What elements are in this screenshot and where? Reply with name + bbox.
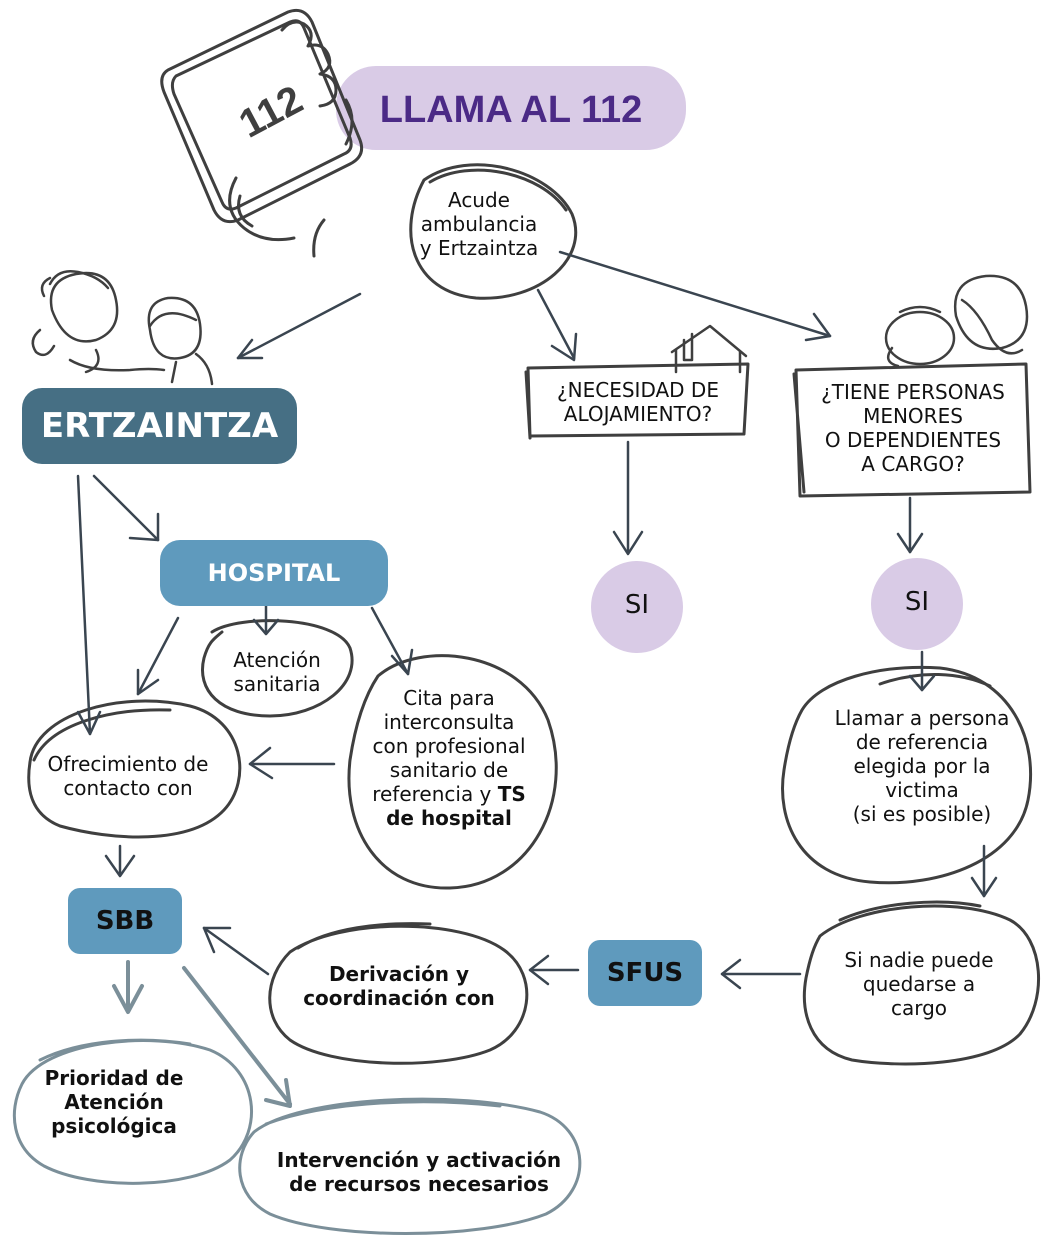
ambulance-label: Acude ambulancia y Ertzaintza [419,188,539,260]
atencion-bubble [201,619,354,718]
sfus-node: SFUS [588,940,702,1006]
derivacion-label: Derivación y coordinación con [303,962,495,1010]
arrow-hospital-ofrecimiento [136,616,180,696]
arrow-ambulance-alojamiento [536,288,576,360]
intervencion-bubble [238,1097,582,1235]
si-left-circle [591,561,683,653]
nadie-bubble [802,900,1041,1066]
menores-question: ¿TIENE PERSONAS MENORES O DEPENDIENTES A… [821,380,1005,476]
intervencion-label: Intervención y activación de recursos ne… [276,1148,562,1196]
alojamiento-question: ¿NECESIDAD DE ALOJAMIENTO? [557,378,719,426]
cita-main-text: Cita para interconsulta con profesional … [372,686,526,806]
ofrecimiento-bubble [27,699,242,839]
sbb-label: SBB [95,906,155,936]
hospital-node: HOSPITAL [160,540,388,606]
ertzaintza-label: ERTZAINTZA [40,406,279,446]
cita-label: Cita para interconsulta con profesional … [354,686,544,830]
sfus-label: SFUS [606,958,684,988]
si-right-circle [871,558,963,650]
cita-bubble [347,654,558,890]
atencion-label: Atención sanitaria [233,648,321,696]
prioridad-bubble [12,1038,253,1185]
prioridad-label: Prioridad de Atención psicológica [44,1066,184,1138]
cita-ts-text: TS [497,782,526,806]
cita-hospital-text: de hospital [386,806,512,830]
derivacion-bubble [268,922,529,1065]
title-pill [336,66,686,150]
alojamiento-frame [524,362,750,440]
si-right-label: SI [904,587,930,617]
page-title: LLAMA AL 112 [379,89,643,131]
ofrecimiento-label: Ofrecimiento de contacto con [47,752,209,800]
nadie-label: Si nadie puede quedarse a cargo [844,948,994,1020]
arrow-hospital-cita [370,606,410,676]
arrow-derivacion-sbb [202,926,270,976]
si-left-label: SI [624,590,650,620]
llamar-bubble [781,665,1033,885]
llamar-label: Llamar a persona de referencia elegida p… [834,706,1010,826]
house-icon [670,324,748,374]
arrow-ertzaintza-ofrecimiento [76,474,92,736]
phone-icon [160,8,364,258]
arrow-sbb-intervencion [182,966,292,1106]
sbb-node: SBB [68,888,182,954]
ertzaintza-node: ERTZAINTZA [22,388,297,464]
ambulance-bubble [409,163,578,300]
children-illustration-icon [884,274,1029,368]
women-illustration-icon [31,270,214,386]
arrow-ertzaintza-hospital [92,474,160,542]
arrow-112-ertzaintza [236,292,362,360]
hospital-label: HOSPITAL [207,559,341,587]
arrow-ambulance-menores [558,250,832,338]
menores-frame [792,362,1032,498]
